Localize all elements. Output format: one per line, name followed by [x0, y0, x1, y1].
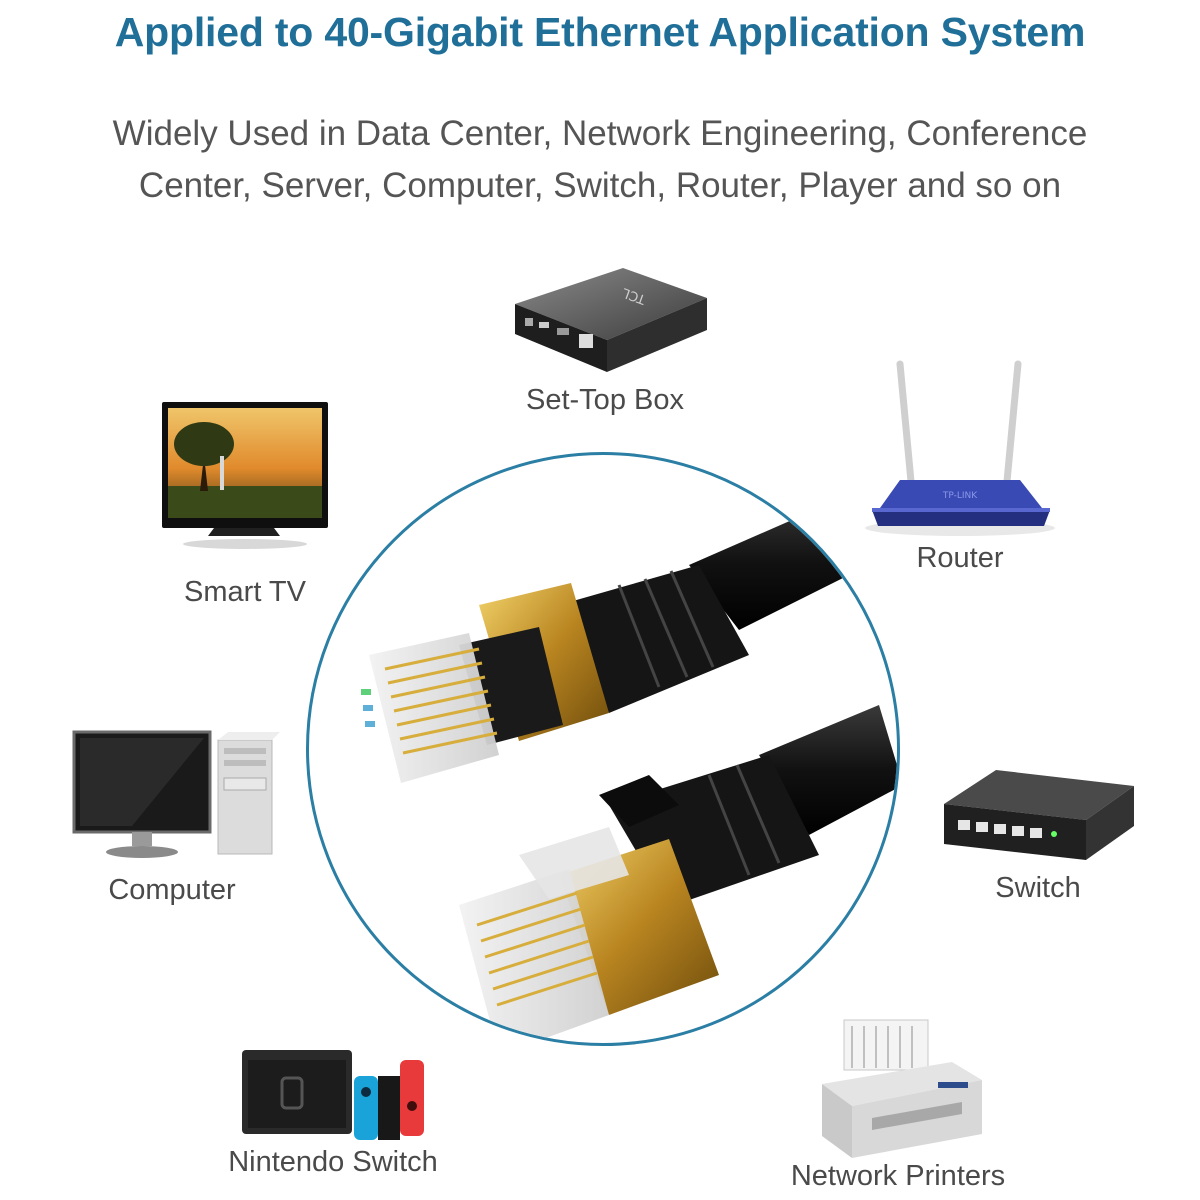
network-switch-icon	[944, 770, 1134, 860]
smart-tv-icon	[162, 402, 328, 549]
network-printers-label: Network Printers	[790, 1160, 1006, 1192]
device-set-top-box: TCL Set-Top Box	[495, 262, 715, 422]
device-router: TP-LINK Router	[860, 360, 1070, 580]
nintendo-switch-icon	[242, 1050, 424, 1140]
page-subtitle-line-2: Center, Server, Computer, Switch, Router…	[138, 166, 1062, 205]
router-label: Router	[916, 542, 1004, 574]
device-smart-tv: Smart TV	[160, 396, 340, 616]
cable-showcase-circle	[306, 452, 900, 1046]
page-subtitle-line-1: Widely Used in Data Center, Network Engi…	[112, 114, 1088, 153]
device-nintendo-switch: Nintendo Switch	[222, 1048, 442, 1188]
set-top-box-icon: TCL	[515, 268, 707, 372]
device-network-switch: Switch	[936, 768, 1136, 918]
svg-text:TP-LINK: TP-LINK	[942, 491, 978, 501]
printer-icon	[822, 1019, 982, 1158]
computer-label: Computer	[108, 874, 236, 906]
smart-tv-label: Smart TV	[184, 576, 306, 608]
device-network-printer: Network Printers	[791, 1018, 1012, 1200]
router-icon: TP-LINK	[865, 360, 1055, 536]
device-computer: Computer	[72, 730, 282, 920]
ethernet-cable-plugs-icon	[361, 495, 897, 1043]
page-title: Applied to 40-Gigabit Ethernet Applicati…	[114, 9, 1086, 55]
set-top-box-label: Set-Top Box	[526, 384, 684, 416]
nintendo-switch-label: Nintendo Switch	[228, 1146, 438, 1178]
computer-icon	[72, 730, 280, 858]
switch-label: Switch	[995, 872, 1081, 904]
